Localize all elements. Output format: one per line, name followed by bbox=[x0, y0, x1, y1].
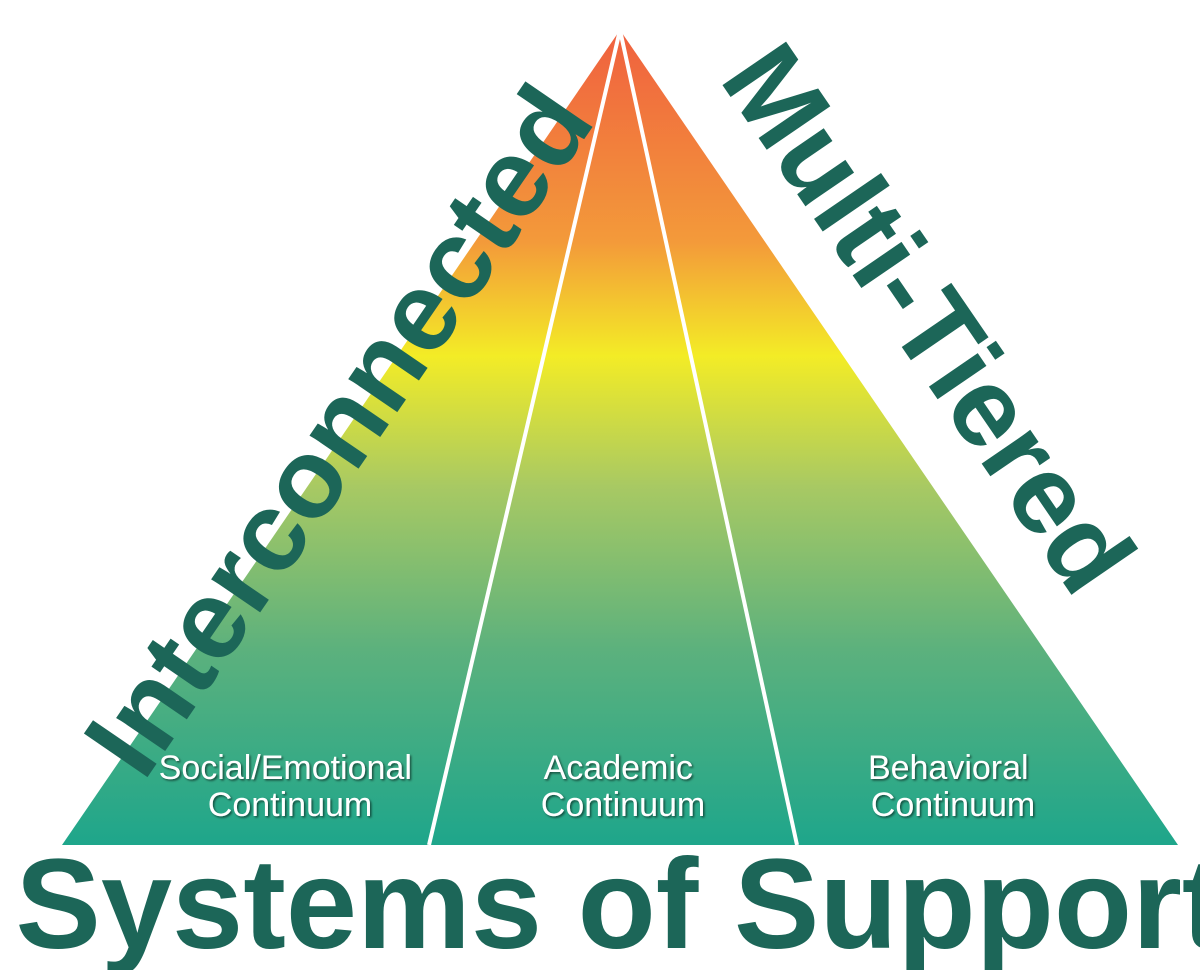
pyramid-divider-right bbox=[618, 29, 799, 846]
pyramid bbox=[62, 30, 1178, 845]
systems-of-support-title: Systems of Support bbox=[15, 833, 1200, 970]
behavioral-continuum-label: Behavioral Continuum bbox=[868, 749, 1038, 824]
social-emotional-continuum-label: Social/Emotional Continuum bbox=[159, 749, 422, 824]
pyramid-divider-left bbox=[427, 29, 622, 846]
academic-continuum-label: Academic Continuum bbox=[541, 749, 705, 824]
